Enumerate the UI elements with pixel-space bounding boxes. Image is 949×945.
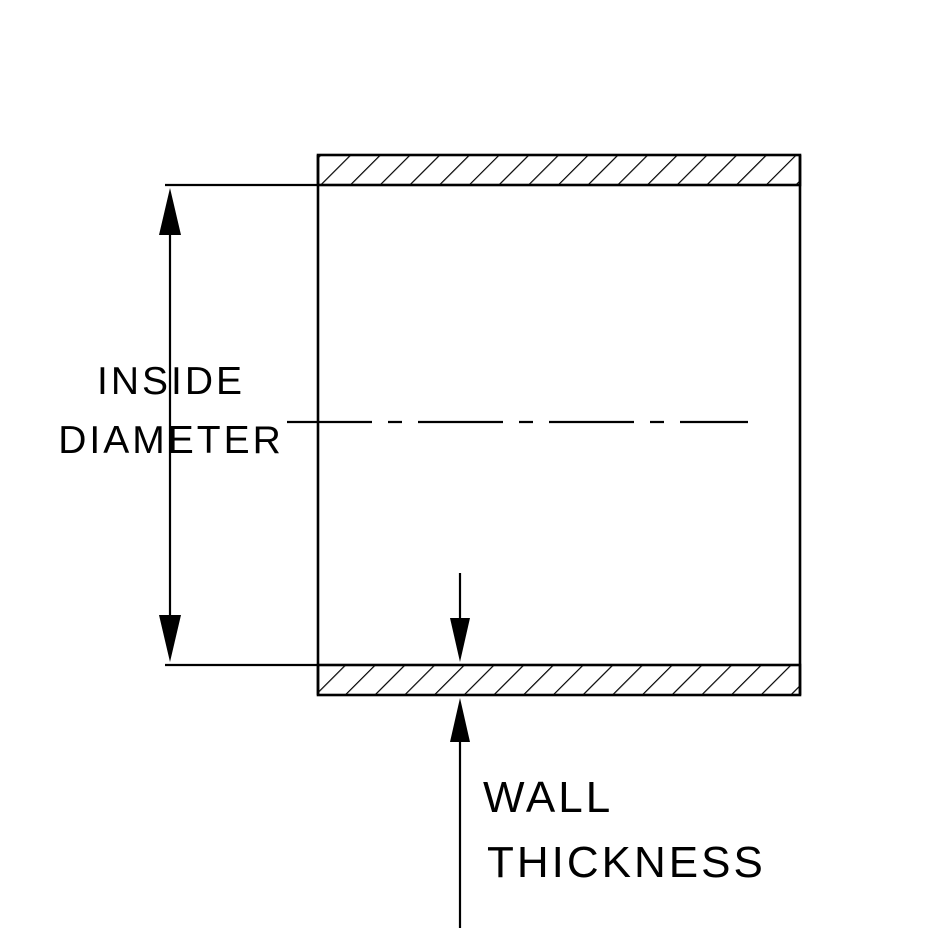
top-wall-section — [316, 153, 802, 187]
tube-body-outline — [316, 155, 802, 695]
inside-diameter-label-line1: INSIDE — [97, 360, 245, 403]
arrow-up-icon — [159, 188, 181, 235]
arrow-down-icon — [450, 618, 470, 662]
arrow-up-icon — [450, 698, 470, 742]
inside-diameter-label-line2: DIAMETER — [58, 419, 284, 462]
wall-thickness-label-line2: THICKNESS — [487, 838, 766, 887]
wall-thickness-label: WALL THICKNESS — [483, 773, 766, 887]
arrow-down-icon — [159, 615, 181, 662]
wall-thickness-label-line1: WALL — [483, 773, 613, 822]
inside-diameter-dimension — [159, 183, 318, 667]
wall-thickness-dimension — [450, 573, 470, 928]
inside-diameter-label: INSIDE DIAMETER — [58, 360, 284, 462]
bottom-wall-section — [316, 663, 802, 697]
